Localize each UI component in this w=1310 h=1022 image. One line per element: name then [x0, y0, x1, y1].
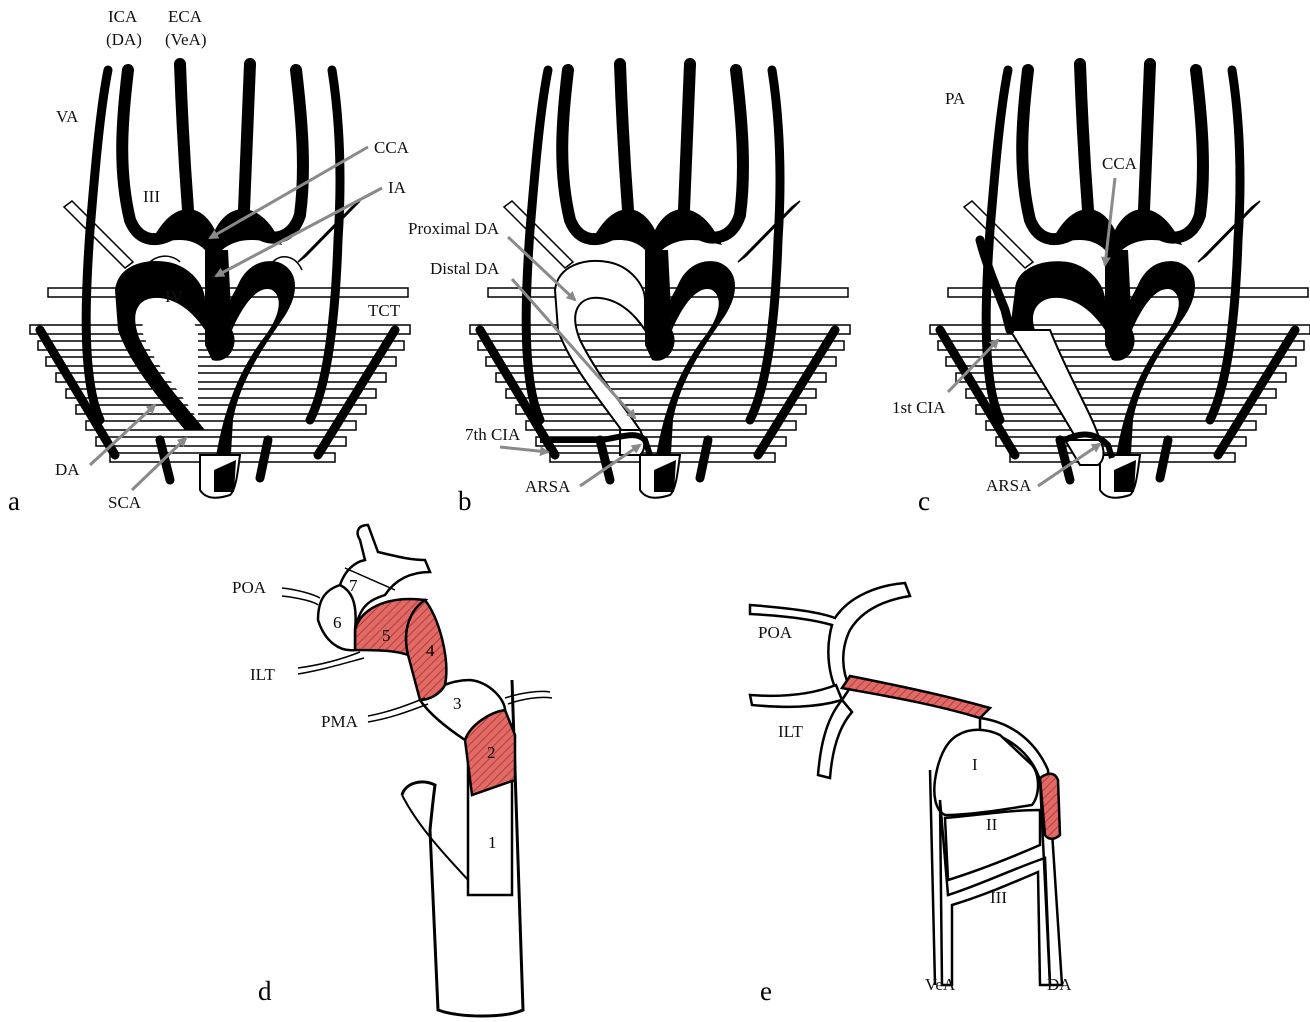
- label-eca: ECA: [168, 7, 203, 26]
- label-iii: III: [143, 187, 160, 206]
- panel-letter-e: e: [760, 976, 772, 1006]
- label-ii: II: [986, 815, 998, 834]
- label-da: DA: [55, 460, 80, 479]
- segment-7: 7: [349, 576, 358, 595]
- panel-d: 1 2 3 4 5 6 7 POA ILT PMA d: [232, 525, 552, 1016]
- label-sca: SCA: [108, 493, 142, 512]
- label-poa-d: POA: [232, 578, 267, 597]
- label-cca: CCA: [374, 138, 410, 157]
- label-ilt-e: ILT: [778, 722, 803, 741]
- panel-b: Proximal DA Distal DA 7th CIA ARSA b: [408, 64, 850, 516]
- panel-a: ICA (DA) ECA (VeA) VA III IV CCA IA TCT …: [8, 7, 410, 516]
- segment-1: 1: [488, 833, 497, 852]
- label-tct: TCT: [368, 301, 401, 320]
- label-va: VA: [56, 107, 79, 126]
- panel-letter-a: a: [8, 486, 20, 516]
- label-1st-cia: 1st CIA: [892, 398, 946, 417]
- label-poa-e: POA: [758, 623, 793, 642]
- label-eca-vea: (VeA): [165, 30, 207, 49]
- panel-letter-d: d: [258, 976, 272, 1006]
- label-arsa-c: ARSA: [986, 476, 1032, 495]
- label-proximal-da: Proximal DA: [408, 219, 500, 238]
- panel-letter-c: c: [918, 486, 930, 516]
- label-vea: VeA: [925, 975, 956, 994]
- segment-5: 5: [382, 626, 391, 645]
- label-pa: PA: [945, 89, 966, 108]
- label-pma: PMA: [321, 712, 359, 731]
- label-da-e: DA: [1047, 975, 1072, 994]
- panel-letter-b: b: [458, 486, 472, 516]
- label-iii-e: III: [990, 888, 1007, 907]
- label-distal-da: Distal DA: [430, 259, 500, 278]
- label-arsa-b: ARSA: [525, 477, 571, 496]
- label-7th-cia: 7th CIA: [465, 425, 521, 444]
- label-ia: IA: [388, 178, 407, 197]
- segment-3: 3: [453, 694, 462, 713]
- panel-e: I II III POA ILT VeA DA e: [750, 583, 1072, 1006]
- label-i: I: [972, 755, 978, 774]
- segment-2: 2: [487, 743, 496, 762]
- segment-6: 6: [333, 613, 342, 632]
- label-ica: ICA: [108, 7, 138, 26]
- label-iv: IV: [165, 287, 184, 306]
- label-ica-da: (DA): [106, 30, 142, 49]
- segment-4: 4: [426, 641, 435, 660]
- panel-c: PA CCA 1st CIA ARSA c: [892, 64, 1310, 516]
- label-cca-c: CCA: [1102, 154, 1138, 173]
- label-ilt-d: ILT: [250, 665, 275, 684]
